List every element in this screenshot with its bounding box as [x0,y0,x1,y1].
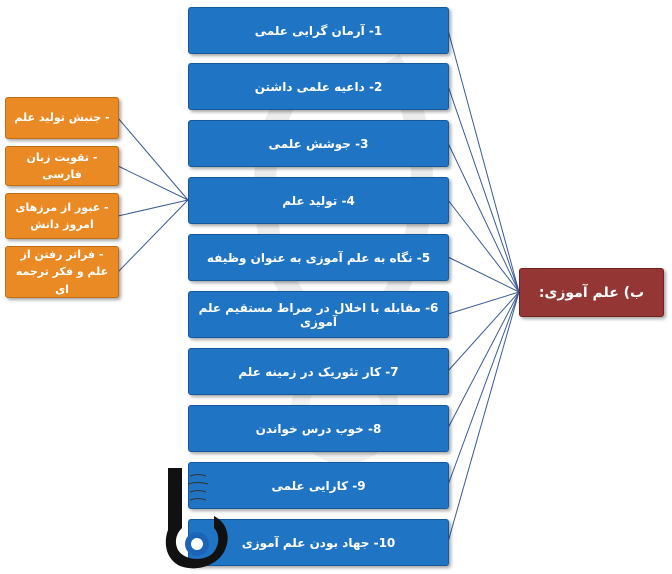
connector-item-4-sub-2 [117,165,189,201]
item-box-5: 5- نگاه به علم آموزی به عنوان وظیفه [188,234,449,281]
item-label: 9- کارایی علمی [271,478,366,493]
item-box-2: 2- داعیه علمی داشتن [188,63,449,110]
item-label: 4- تولید علم [282,193,355,208]
connector-root-item-8 [447,291,520,429]
item-label: 8- خوب درس خواندن [255,421,382,436]
connector-item-4-sub-4 [117,199,189,273]
item-box-1: 1- آرمان گرایی علمی [188,7,449,54]
connector-root-item-7 [447,291,520,372]
connector-root-item-6 [447,291,520,315]
item-label: 2- داعیه علمی داشتن [254,79,383,94]
item-box-10: 10- جهاد بودن علم آموزی [188,519,449,566]
connector-root-item-5 [447,256,520,293]
connector-item-4-sub-3 [117,199,189,217]
item-label: 3- جوشش علمی [268,136,369,151]
connector-root-item-1 [447,29,520,293]
sub-item-box-3: - عبور از مرزهای امروز دانش [5,193,119,239]
item-label: 10- جهاد بودن علم آموزی [241,535,396,550]
item-box-8: 8- خوب درس خواندن [188,405,449,452]
item-box-9: 9- کارایی علمی [188,462,449,509]
item-label: 6- مقابله با اخلال در صراط مستقیم علم آم… [198,300,439,329]
item-box-6: 6- مقابله با اخلال در صراط مستقیم علم آم… [188,291,449,338]
connector-root-item-4 [447,199,520,293]
sub-item-label: - فراتر رفتن از علم و فکر ترجمه ای [15,248,109,296]
sub-item-box-4: - فراتر رفتن از علم و فکر ترجمه ای [5,246,119,298]
item-label: 5- نگاه به علم آموزی به عنوان وظیفه [206,250,431,265]
sub-item-box-1: - جنبش تولید علم [5,97,119,139]
sub-item-box-2: - تقویت زبان فارسی [5,146,119,186]
connector-item-4-sub-1 [117,117,189,201]
item-box-4: 4- تولید علم [188,177,449,224]
sub-item-label: - جنبش تولید علم [14,111,110,125]
sub-item-label: - تقویت زبان فارسی [26,150,98,181]
item-label: 7- کار تئوریک در زمینه علم [238,364,399,379]
root-node-label: ب) علم آموزی: [538,284,645,301]
item-label: 1- آرمان گرایی علمی [254,23,383,38]
root-node: ب) علم آموزی: [519,268,664,317]
connector-root-item-10 [447,291,520,543]
institute-logo-icon [165,468,228,569]
item-box-7: 7- کار تئوریک در زمینه علم [188,348,449,395]
connector-root-item-2 [447,85,520,293]
connector-root-item-3 [447,142,520,293]
item-box-3: 3- جوشش علمی [188,120,449,167]
sub-item-label: - عبور از مرزهای امروز دانش [15,200,109,231]
connector-root-item-9 [447,291,520,486]
